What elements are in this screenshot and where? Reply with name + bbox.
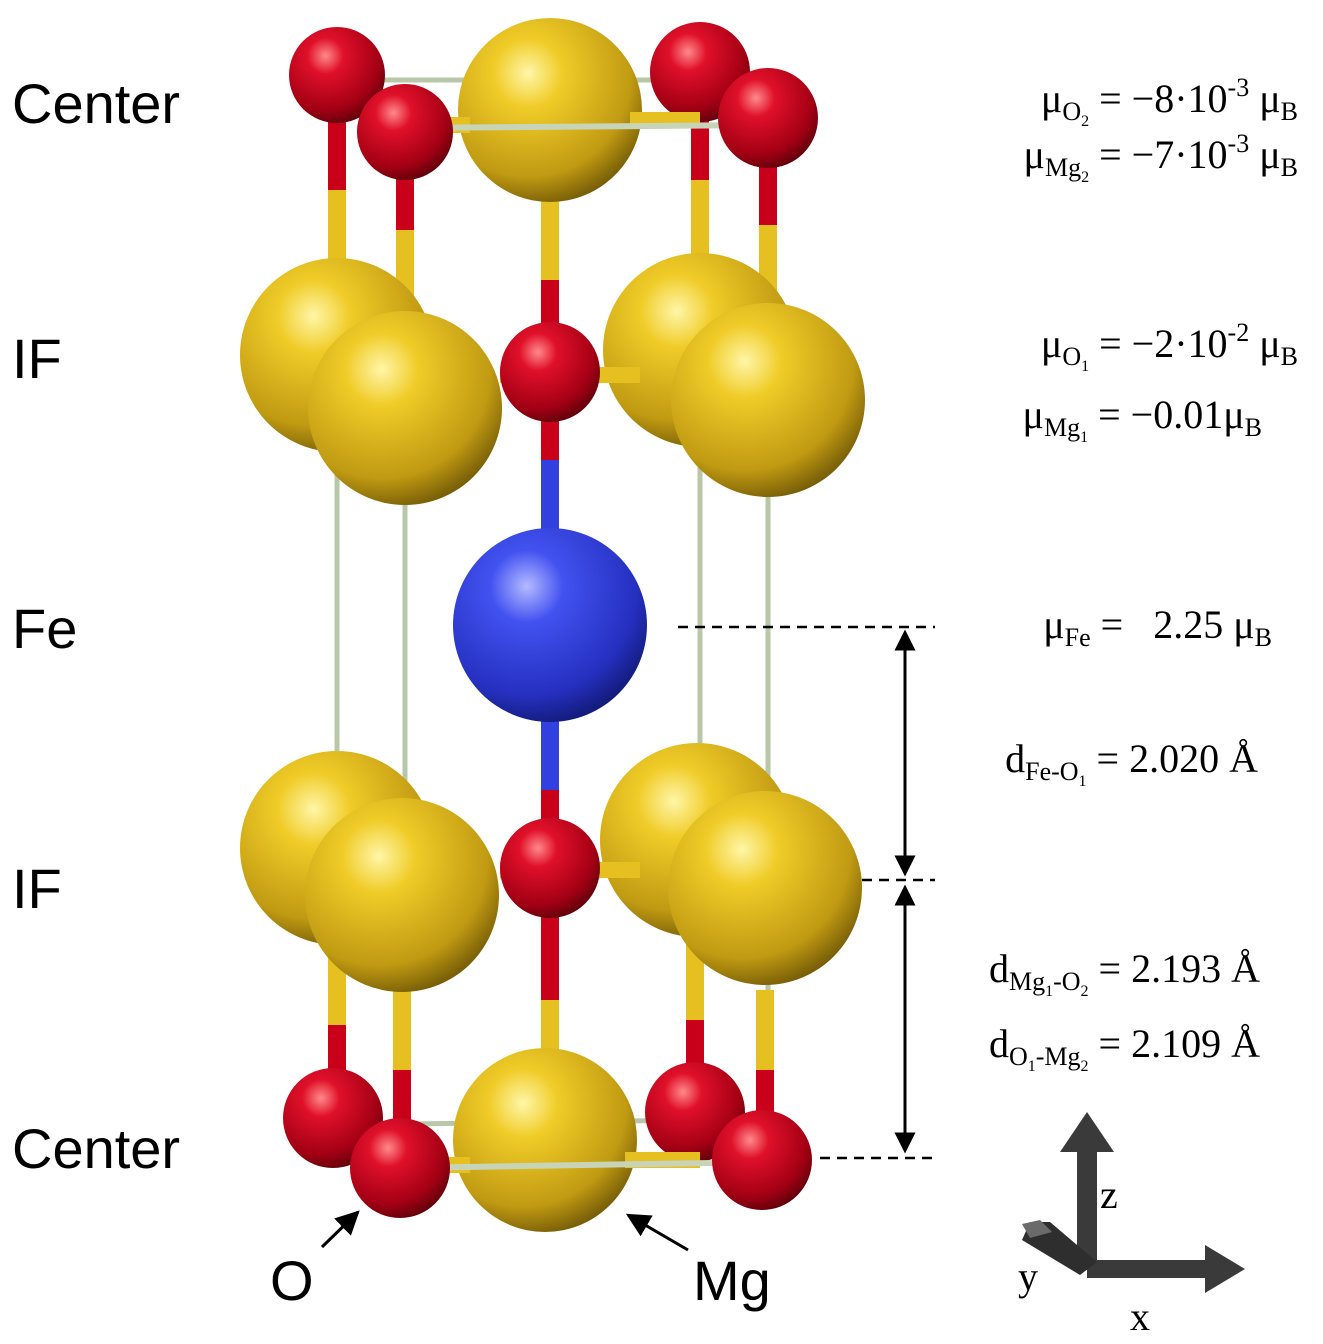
distance-mg1-o2: dMg1-O2 = 2.193 Å [989,946,1260,1000]
magnesium-atom [453,1048,637,1232]
axis-label-y: y [1018,1254,1038,1299]
layer-label-bottom-center: Center [12,1117,180,1180]
oxygen-atom [500,322,600,422]
oxygen-atom [500,818,600,918]
iron-atom [453,528,647,722]
magnesium-atom [305,798,499,992]
oxygen-atom [289,27,385,123]
layer-label-top-center: Center [12,72,180,135]
species-label-magnesium: Mg [693,1249,771,1312]
top-center-layer [289,18,818,202]
layer-label-lower-if: IF [12,857,62,920]
distance-o1-mg2: dO1-Mg2 = 2.109 Å [989,1021,1260,1075]
reference-lines [678,625,935,1160]
oxygen-atom [712,1110,812,1210]
fe-layer [453,528,647,722]
lower-if-layer [240,743,862,992]
oxygen-atom [357,84,453,180]
oxygen-atom [350,1118,450,1218]
axis-label-x: x [1130,1294,1150,1339]
oxygen-atom [718,68,818,168]
magnesium-atom [308,311,502,505]
upper-if-layer [240,253,865,505]
axis-gizmo: z y x [1018,1112,1245,1339]
magnesium-atom [668,791,862,985]
layer-label-fe: Fe [12,597,77,660]
moment-o2: μO2 = −8·10-3 μB [1041,73,1298,130]
moment-mg1: μMg1 = −0.01μB [1023,392,1263,446]
species-label-oxygen: O [270,1249,314,1312]
bottom-center-layer [283,1048,812,1232]
magnesium-atom [458,18,642,202]
moment-fe: μFe = 2.25 μB [1043,602,1272,652]
species-pointers [320,1210,689,1252]
distance-fe-o1: dFe-O1 = 2.020 Å [1005,736,1258,790]
magnesium-atom [671,303,865,497]
moment-o1: μO1 = −2·10-2 μB [1041,318,1298,375]
moment-mg2: μMg2 = −7·10-3 μB [1024,129,1298,186]
axis-label-z: z [1100,1172,1118,1217]
layer-label-upper-if: IF [12,327,62,390]
